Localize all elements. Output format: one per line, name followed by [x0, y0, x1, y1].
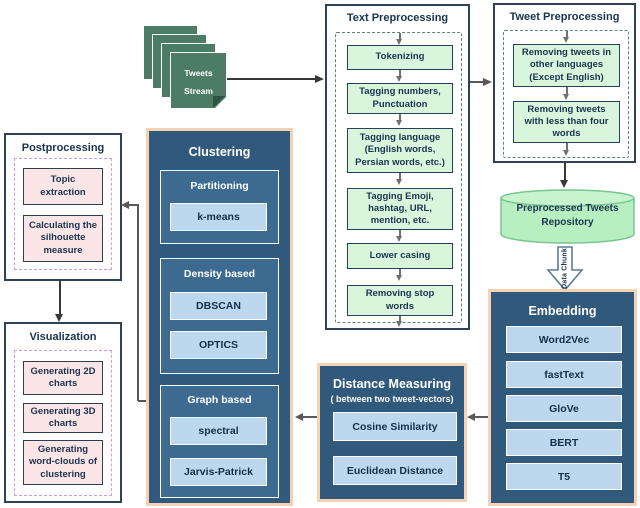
embedding-panel: Embedding Word2Vec fastText GloVe BERT T…: [488, 289, 637, 506]
connector-distance-to-clustering: [303, 416, 317, 418]
embedding-item-word2vec: Word2Vec: [506, 326, 622, 353]
clustering-item-spectral: spectral: [170, 417, 267, 445]
step-lower-casing: Lower casing: [347, 243, 453, 269]
arrowhead-textpre-3: [396, 179, 402, 185]
connector-clustering-elbow-top: [129, 204, 138, 206]
connector-textpre-1: [399, 70, 401, 76]
embedding-item-t5: T5: [506, 463, 622, 490]
repository-label: Preprocessed Tweets Repository: [516, 203, 619, 228]
cylinder-shape: [500, 189, 635, 244]
arrowhead-stream-to-textpre: [315, 74, 324, 83]
postprocessing-dashed-frame: [14, 158, 112, 270]
step-generating-3d-charts: Generating 3D charts: [23, 403, 103, 433]
arrowhead-textpre-5: [396, 275, 402, 281]
clustering-item-dbscan: DBSCAN: [170, 292, 267, 320]
step-removing-short-tweets: Removing tweets with less than four word…: [513, 101, 620, 143]
arrowhead-postprocessing-to-visualization: [55, 314, 63, 322]
connector-stream-to-textpre: [227, 78, 315, 80]
clustering-group-graph: Graph based spectral Jarvis-Patrick: [160, 385, 279, 498]
data-chunk-label: Data Chunk: [561, 247, 569, 289]
document-fold-corner: [213, 96, 225, 108]
connector-tweetpre-2: [566, 143, 568, 150]
distance-measuring-title: Distance Measuring: [332, 377, 452, 391]
arrowhead-tweetpre-0: [563, 37, 569, 43]
connector-textpre-3: [399, 173, 401, 179]
clustering-group-density: Density based DBSCAN OPTICS: [160, 258, 279, 374]
hollow-down-arrow-icon: [546, 246, 584, 292]
connector-postprocessing-to-visualization: [59, 281, 61, 314]
step-tagging-emoji: Tagging Emoji, hashtag, URL, mention, et…: [347, 188, 453, 230]
visualization-dashed-frame: [14, 350, 112, 496]
connector-embedding-to-distance: [474, 416, 488, 418]
distance-item-euclidean: Euclidean Distance: [333, 456, 457, 485]
repository-cylinder: Preprocessed Tweets Repository: [499, 188, 636, 245]
distance-item-cosine: Cosine Similarity: [333, 412, 457, 441]
step-generating-2d-charts: Generating 2D charts: [23, 361, 103, 395]
partitioning-title: Partitioning: [190, 180, 249, 192]
tweet-preprocessing-dashed-frame: [503, 30, 629, 158]
arrowhead-textpre-1: [396, 76, 402, 82]
distance-measuring-subtitle: ( between two tweet-vectors): [330, 394, 454, 404]
arrowhead-tweetpre-1: [563, 94, 569, 100]
clustering-item-optics: OPTICS: [170, 331, 267, 359]
connector-tweetpre-1: [566, 87, 568, 94]
arrowhead-tweetpre-2: [563, 150, 569, 156]
step-generating-word-clouds: Generating word-clouds of clustering: [23, 440, 103, 485]
clustering-title: Clustering: [188, 145, 251, 159]
step-tagging-numbers: Tagging numbers, Punctuation: [347, 83, 453, 114]
arrowhead-textpre-4: [396, 236, 402, 242]
arrowhead-textpre-to-tweetpre: [483, 77, 492, 86]
connector-tweetpre-to-repo: [564, 163, 566, 180]
embedding-title: Embedding: [528, 304, 597, 318]
clustering-item-jarvis-patrick: Jarvis-Patrick: [170, 458, 267, 486]
connector-textpre-5: [399, 269, 401, 275]
tweet-preprocessing-box: Tweet Preprocessing Removing tweets in o…: [493, 3, 636, 163]
connector-tweetpre-0: [566, 31, 568, 37]
tweets-stream-label-line2: Stream: [184, 86, 213, 96]
graph-based-title: Graph based: [187, 394, 252, 406]
postprocessing-title: Postprocessing: [21, 142, 105, 154]
connector-textpre-6: [399, 316, 401, 321]
distance-measuring-panel: Distance Measuring ( between two tweet-v…: [317, 363, 467, 502]
arrowhead-distance-to-clustering: [295, 412, 303, 421]
tweets-stream-label-line1: Tweets: [184, 68, 213, 78]
step-removing-stop-words: Removing stop words: [347, 285, 453, 316]
embedding-item-glove: GloVe: [506, 395, 622, 422]
density-based-title: Density based: [183, 268, 256, 280]
arrowhead-tweetpre-to-repo: [560, 180, 568, 188]
visualization-box: Visualization Generating 2D charts Gener…: [4, 322, 122, 503]
connector-clustering-elbow-vertical: [137, 204, 139, 401]
arrowhead-textpre-6: [396, 321, 402, 327]
embedding-item-bert: BERT: [506, 429, 622, 456]
clustering-group-partitioning: Partitioning k-means: [160, 170, 279, 244]
text-preprocessing-box: Text Preprocessing Tokenizing Tagging nu…: [325, 4, 470, 330]
step-removing-other-languages: Removing tweets in other languages (Exce…: [513, 44, 620, 87]
connector-textpre-0: [399, 33, 401, 39]
connector-textpre-to-tweetpre: [470, 81, 484, 83]
embedding-item-fasttext: fastText: [506, 361, 622, 388]
clustering-item-kmeans: k-means: [170, 203, 267, 231]
step-tokenizing: Tokenizing: [347, 45, 453, 70]
connector-textpre-2: [399, 114, 401, 120]
data-chunk-arrow: Data Chunk: [546, 246, 584, 292]
arrowhead-clustering-to-postprocessing: [121, 200, 129, 209]
arrowhead-textpre-2: [396, 120, 402, 126]
step-tagging-language: Tagging language (English words, Persian…: [347, 128, 453, 173]
clustering-panel: Clustering Partitioning k-means Density …: [146, 128, 293, 506]
step-silhouette-measure: Calculating the silhouette measure: [23, 215, 103, 262]
arrowhead-embedding-to-distance: [467, 412, 475, 421]
postprocessing-box: Postprocessing Topic extraction Calculat…: [4, 133, 122, 281]
visualization-title: Visualization: [29, 331, 97, 343]
tweet-preprocessing-title: Tweet Preprocessing: [509, 11, 620, 23]
connector-textpre-4: [399, 230, 401, 236]
connector-clustering-elbow-bottom: [138, 400, 146, 402]
text-preprocessing-title: Text Preprocessing: [346, 12, 449, 24]
step-topic-extraction: Topic extraction: [23, 168, 103, 205]
arrowhead-textpre-0: [396, 39, 402, 45]
